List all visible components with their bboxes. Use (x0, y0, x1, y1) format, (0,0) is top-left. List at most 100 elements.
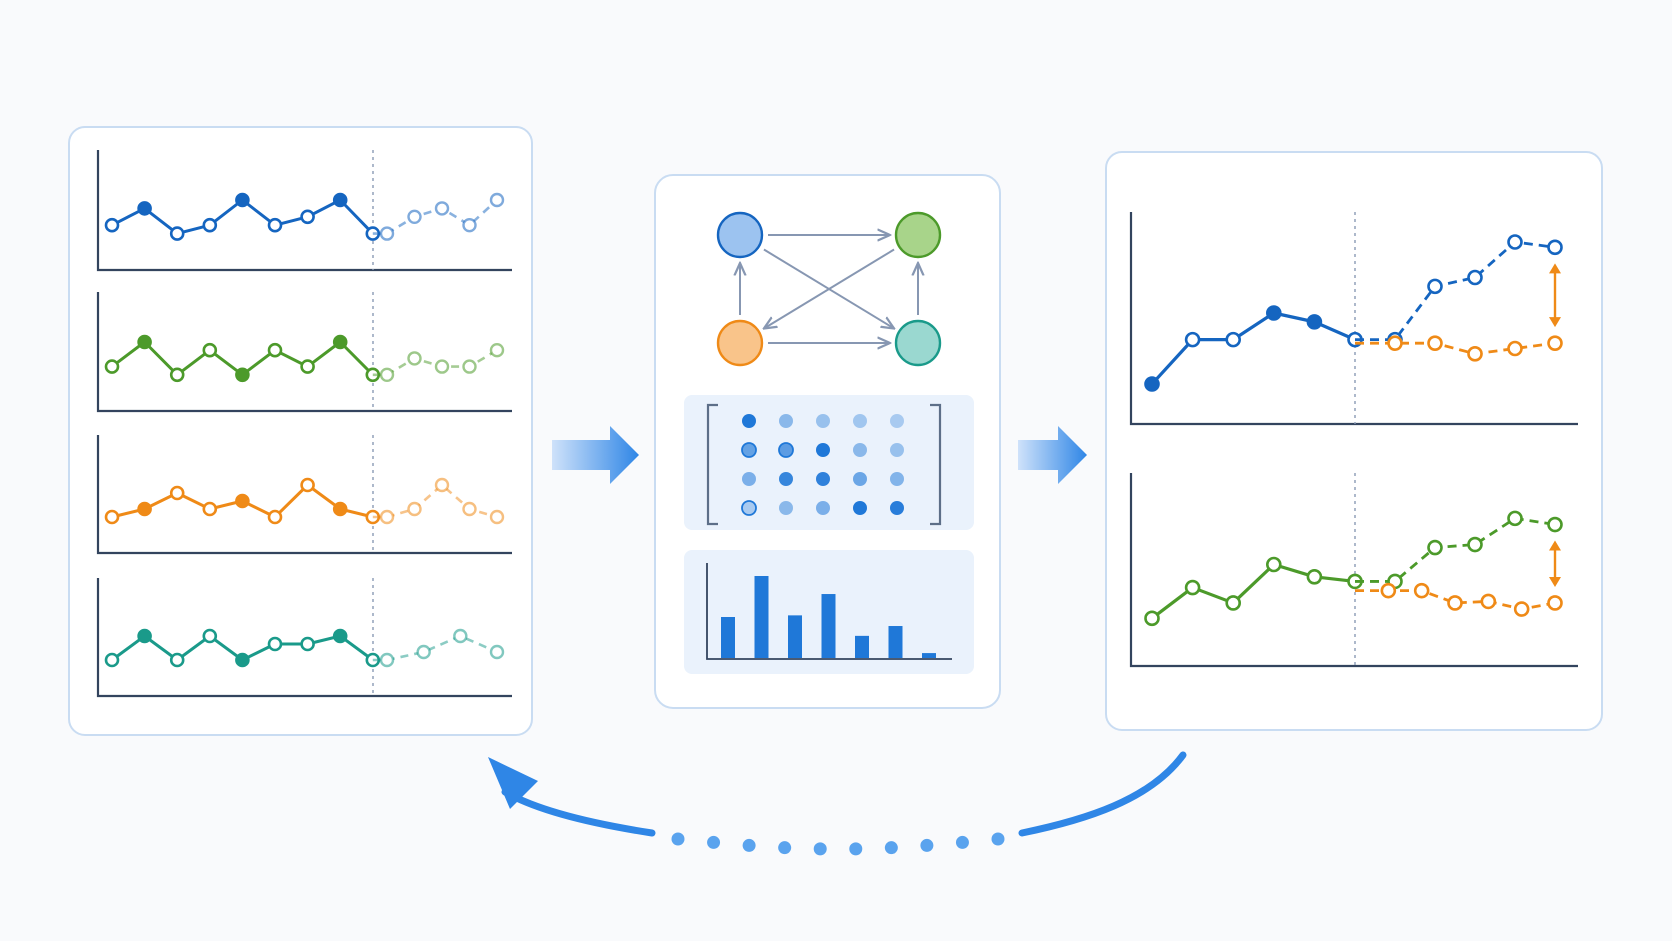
history-point (300, 477, 315, 493)
forecast-point (407, 209, 422, 225)
history-point (202, 501, 218, 517)
matrix-cell (816, 472, 830, 486)
matrix-cell (816, 443, 830, 457)
history-point (1184, 579, 1201, 596)
forecast-point (434, 201, 450, 216)
input-axis (96, 292, 512, 413)
forecast-point (489, 192, 505, 208)
attention-matrix (684, 395, 974, 530)
matrix-cell (779, 414, 793, 428)
output-axis (1129, 212, 1578, 426)
forecast-b-point (1380, 582, 1397, 599)
matrix-cell (890, 472, 904, 486)
feedback-dot (707, 835, 721, 849)
history-point (235, 493, 250, 509)
forecast-point (453, 628, 468, 644)
weight-bar-chart (684, 550, 974, 674)
matrix-cell (779, 501, 793, 515)
forecast-line (372, 483, 498, 519)
matrix-bracket-left (706, 403, 718, 526)
history-point (1306, 568, 1323, 585)
forecast-a-point (1427, 539, 1443, 556)
input-series-2 (96, 292, 512, 413)
input-axis (96, 578, 512, 698)
matrix-background (684, 395, 974, 530)
history-point (1225, 595, 1241, 611)
gap-arrow-down-icon (1549, 317, 1561, 328)
feedback-curve-right (1018, 751, 1187, 837)
matrix-cell (890, 443, 904, 457)
gap-arrow-down-icon (1549, 576, 1561, 587)
forecast-chart-1 (1129, 212, 1578, 426)
history-point (267, 217, 283, 233)
history-point (1144, 376, 1160, 392)
weight-bar (721, 617, 735, 658)
weight-bar (788, 615, 802, 658)
graph-node-b (894, 211, 942, 259)
history-point (137, 628, 152, 644)
forecast-b-point (1427, 335, 1443, 351)
feedback-arrowhead-icon (488, 757, 538, 809)
matrix-cell (741, 442, 757, 458)
matrix-bracket-right (930, 403, 942, 526)
feedback-dot (849, 842, 863, 856)
graph-node-a (716, 211, 764, 259)
feedback-dots (671, 832, 1005, 856)
forecast-point (489, 343, 505, 358)
history-point (235, 367, 250, 383)
graph-edge (764, 248, 895, 329)
weight-bar (754, 576, 769, 658)
history-point (332, 501, 348, 517)
history-point (202, 342, 218, 358)
forecast-point (379, 509, 395, 525)
forecast-line (372, 634, 498, 662)
matrix-cell (741, 500, 757, 516)
matrix-cell (890, 414, 904, 428)
feedback-dot (813, 842, 827, 856)
forecast-b-point (1447, 595, 1463, 611)
dependency-graph (716, 211, 942, 367)
output-axis (1129, 473, 1578, 668)
forecast-b-point (1507, 340, 1523, 357)
matrix-cell (890, 501, 904, 515)
history-point (202, 217, 218, 233)
history-point (300, 209, 315, 225)
history-point (267, 342, 283, 358)
gap-arrow-up-icon (1549, 540, 1561, 551)
history-point (300, 636, 315, 652)
history-point (137, 201, 152, 216)
forecast-b-point (1513, 601, 1530, 617)
matrix-cell (853, 414, 867, 428)
flow-arrow-2-icon (1018, 426, 1087, 484)
history-point (1184, 331, 1201, 348)
feedback-dot (955, 835, 969, 849)
forecast-point (462, 501, 477, 517)
forecast-a-point (1547, 516, 1563, 533)
graph-node-c (716, 319, 764, 367)
forecast-point (489, 644, 505, 660)
feedback-dot (884, 841, 898, 855)
forecast-point (416, 644, 431, 660)
history-point (104, 652, 120, 668)
forecast-a-point (1467, 536, 1483, 553)
input-axis (96, 150, 512, 272)
matrix-cell (742, 472, 756, 486)
forecast-a-point (1467, 269, 1483, 286)
history-point (1225, 331, 1241, 348)
forecast-b-point (1467, 346, 1483, 362)
history-point (137, 501, 152, 517)
history-point (202, 628, 218, 644)
input-panel (68, 126, 533, 736)
feedback-dot (671, 832, 685, 846)
forecast-point (434, 359, 450, 374)
history-point (332, 192, 348, 208)
forecast-b-point (1413, 582, 1430, 599)
history-point (267, 636, 283, 652)
feedback-dot (991, 832, 1005, 846)
forecast-a-point (1507, 234, 1523, 250)
gap-arrow-up-icon (1549, 263, 1561, 274)
forecast-point (489, 509, 505, 525)
history-point (104, 509, 120, 525)
history-point (1144, 610, 1160, 627)
forecast-charts (1129, 212, 1578, 668)
